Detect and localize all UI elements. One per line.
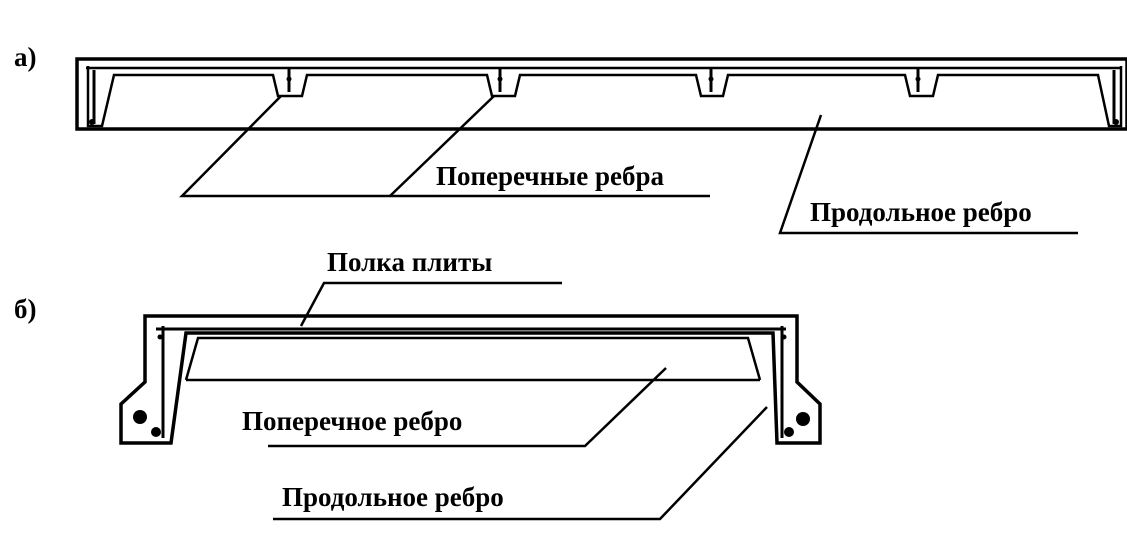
figure-a-slab-outline (75, 57, 1127, 131)
leader-transverse-rib (268, 367, 667, 448)
label-longitudinal-rib-a: Продольное ребро (810, 197, 1032, 227)
figure-a-inner-profile (86, 66, 1123, 128)
leader-slab-shelf (299, 281, 562, 327)
figure-b-marker: б) (14, 294, 37, 324)
leader-longitudinal-rib-b (273, 406, 768, 521)
leader-longitudinal-rib-a (778, 114, 1078, 235)
label-longitudinal-rib-b: Продольное ребро (282, 482, 504, 512)
figure-a-rebar-dots (89, 76, 1119, 125)
figure-a-marker: а) (14, 42, 37, 72)
figure-a-drawing (75, 57, 1127, 131)
label-slab-shelf: Полка плиты (327, 247, 493, 277)
figure-b-rib-profile (184, 336, 762, 381)
figure-b-outer-outline (119, 314, 822, 445)
label-transverse-rib: Поперечное ребро (242, 406, 463, 436)
label-transverse-ribs: Поперечные ребра (436, 161, 664, 191)
figure-b-rebar-dots (133, 334, 810, 437)
figure-a-leaders (179, 95, 1078, 235)
figure-b-drawing (119, 314, 822, 445)
figure-b-leaders (268, 281, 768, 521)
leader-transverse-ribs-2 (389, 95, 495, 197)
leader-transverse-ribs-1 (179, 95, 710, 198)
